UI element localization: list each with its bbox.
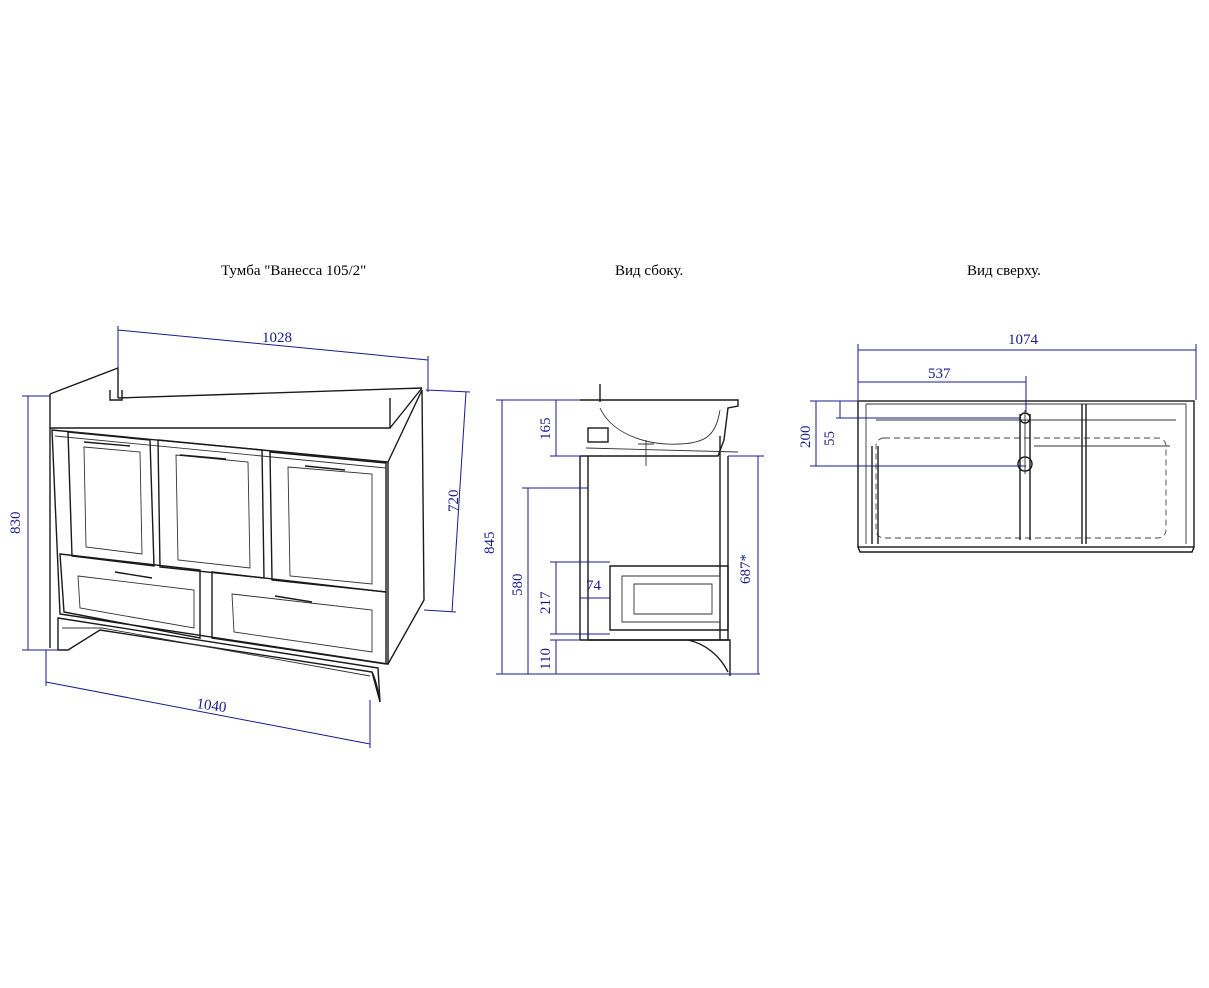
front-view-title: Тумба "Ванесса 105/2": [221, 263, 367, 279]
side-view-cabinet: [579, 384, 739, 676]
dim-580: 580: [510, 574, 526, 597]
dim-110: 110: [538, 648, 554, 670]
top-view-cabinet: [857, 400, 1195, 553]
dim-1028: 1028: [262, 330, 292, 346]
dim-1074: 1074: [1008, 332, 1039, 348]
front-view-dimensions: 1028 830 720 1040: [8, 326, 471, 748]
top-view-title: Вид сверху.: [967, 263, 1041, 279]
top-view-dimensions: 1074 537 200 55: [798, 332, 1197, 467]
front-view-cabinet: [49, 366, 425, 703]
dim-55: 55: [822, 431, 838, 446]
dim-1040: 1040: [195, 696, 227, 716]
dim-165: 165: [538, 418, 554, 441]
dim-74: 74: [586, 578, 602, 594]
dim-845: 845: [482, 532, 498, 555]
side-view-title: Вид сбоку.: [615, 263, 684, 279]
dim-687: 687*: [738, 554, 754, 584]
dim-217: 217: [538, 591, 554, 614]
dim-200: 200: [798, 426, 814, 449]
dim-720: 720: [446, 490, 462, 513]
dim-537: 537: [928, 366, 951, 382]
dim-830: 830: [8, 512, 24, 535]
side-view-dimensions: 845 165 580 217 74 110 687*: [482, 399, 764, 675]
